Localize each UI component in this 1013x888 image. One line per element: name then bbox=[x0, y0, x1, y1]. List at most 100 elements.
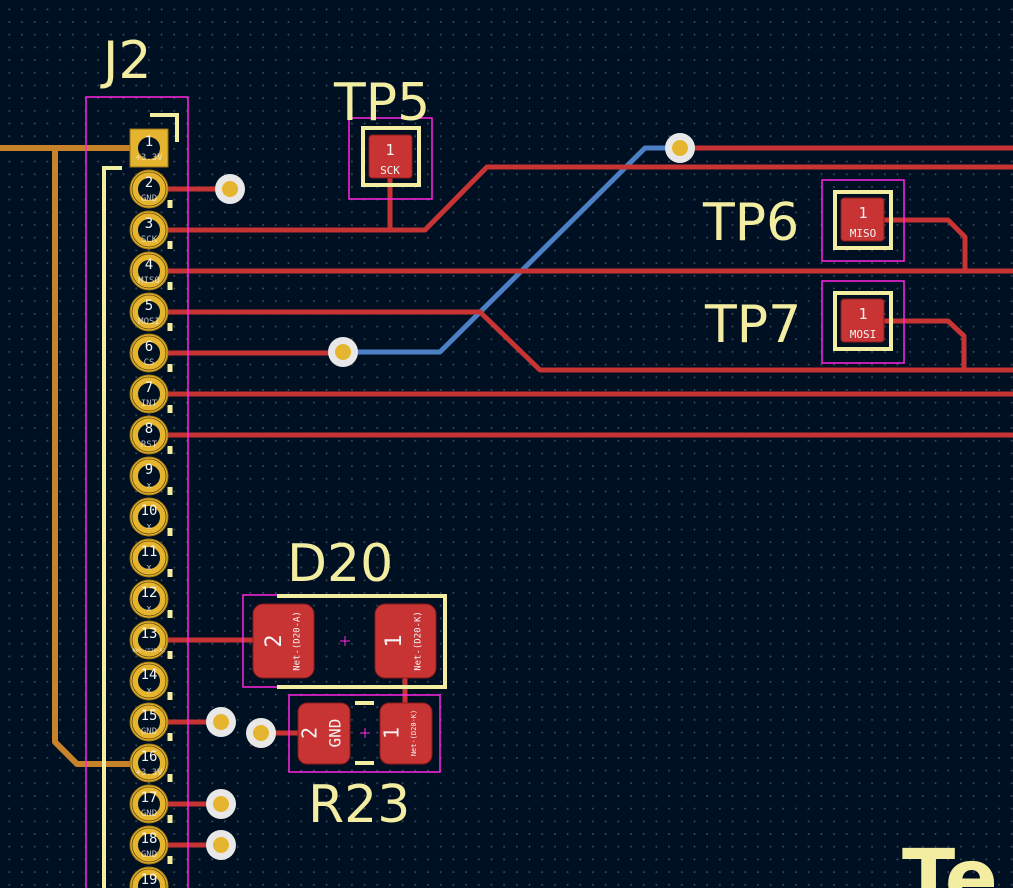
d20-pad2-net: Net-(D20-A) bbox=[293, 611, 303, 671]
pin-number: 19 bbox=[141, 872, 158, 888]
pad-ring bbox=[131, 335, 167, 371]
pin-net: MOSI bbox=[138, 317, 160, 327]
pin-number: 5 bbox=[145, 298, 153, 314]
pin-number: 10 bbox=[141, 503, 158, 519]
trace-mosi-tp7[interactable] bbox=[870, 318, 967, 370]
trace-miso-tp6[interactable] bbox=[870, 217, 968, 271]
via[interactable] bbox=[206, 789, 236, 819]
tp5-reference: TP5 bbox=[333, 73, 430, 133]
d20-pad-2[interactable] bbox=[252, 603, 315, 679]
pin-number: 1 bbox=[145, 134, 153, 150]
via-drill bbox=[222, 181, 238, 197]
tp5-silk bbox=[361, 126, 421, 187]
pin-number: 11 bbox=[141, 544, 158, 560]
pad-ring bbox=[131, 417, 167, 453]
tp5-pad-net: SCK bbox=[380, 164, 400, 177]
pin-number: 8 bbox=[145, 421, 153, 437]
r23-reference: R23 bbox=[308, 775, 410, 835]
via[interactable] bbox=[665, 133, 695, 163]
pin-net: SCK bbox=[141, 235, 158, 245]
j2-pin-9[interactable]: 9x bbox=[129, 456, 169, 496]
pin-net: CS bbox=[144, 358, 155, 368]
pin-number: 14 bbox=[141, 667, 158, 683]
drill-hole bbox=[138, 875, 160, 888]
pad-ring bbox=[131, 868, 167, 888]
pad-ring bbox=[131, 622, 167, 658]
d20-pad-1[interactable] bbox=[374, 603, 437, 679]
d20-anchor-cross bbox=[340, 636, 350, 646]
j2-silk-corner bbox=[150, 113, 179, 142]
drill-hole bbox=[138, 629, 160, 651]
pin-net: GND bbox=[141, 809, 157, 819]
drill-hole bbox=[138, 752, 160, 774]
trace-3v3-inner-vertical[interactable] bbox=[52, 148, 149, 767]
pad-ring bbox=[131, 212, 167, 248]
j2-pin-19[interactable]: 19 bbox=[129, 866, 169, 888]
via[interactable] bbox=[215, 174, 245, 204]
drill-hole bbox=[138, 424, 160, 446]
via[interactable] bbox=[246, 718, 276, 748]
pin-number: 17 bbox=[141, 790, 158, 806]
pad-ring bbox=[131, 253, 167, 289]
trace-cs-back[interactable] bbox=[343, 145, 680, 355]
pin-net: GND bbox=[141, 727, 157, 737]
drill-hole bbox=[138, 547, 160, 569]
pad-square[interactable] bbox=[129, 128, 169, 168]
j2-pin-6[interactable]: 6CS bbox=[129, 333, 169, 373]
r23-pad-1[interactable] bbox=[379, 702, 433, 765]
tp5-pad[interactable] bbox=[368, 134, 413, 179]
tp6-pad-net: MISO bbox=[850, 227, 877, 240]
j2-pin-14[interactable]: 14x bbox=[129, 661, 169, 701]
pad-ring bbox=[131, 458, 167, 494]
pin-number: 13 bbox=[141, 626, 158, 642]
pin-net: INT bbox=[141, 399, 158, 409]
tp7-pad[interactable] bbox=[840, 298, 885, 343]
trace-mosi[interactable] bbox=[149, 309, 1013, 373]
d20-pad2-number: 2 bbox=[262, 634, 287, 647]
pin-number: 18 bbox=[141, 831, 158, 847]
j2-pin-11[interactable]: 11x bbox=[129, 538, 169, 578]
trace-sck[interactable] bbox=[149, 164, 1013, 233]
pin-net: MISO bbox=[138, 276, 160, 286]
j2-pin-16[interactable]: 16+3.3V bbox=[129, 743, 169, 783]
pin-number: 3 bbox=[145, 216, 153, 232]
pad-ring bbox=[131, 171, 167, 207]
tp6-pad[interactable] bbox=[840, 197, 885, 242]
via[interactable] bbox=[206, 707, 236, 737]
j2-pin-10[interactable]: 10x bbox=[129, 497, 169, 537]
j2-silk-outline bbox=[102, 166, 122, 888]
pin-net: GND bbox=[141, 194, 157, 204]
r23-pad-2[interactable] bbox=[297, 702, 351, 765]
drill-hole bbox=[138, 670, 160, 692]
pin-net: x bbox=[146, 604, 152, 614]
d20-reference: D20 bbox=[287, 534, 393, 594]
tp7-pad-number: 1 bbox=[858, 305, 867, 323]
pad-ring bbox=[131, 704, 167, 740]
pad-ring bbox=[131, 827, 167, 863]
pin-net: x bbox=[146, 481, 152, 491]
j2-pin-12[interactable]: 12x bbox=[129, 579, 169, 619]
via[interactable] bbox=[328, 337, 358, 367]
pad-ring bbox=[131, 663, 167, 699]
via[interactable] bbox=[206, 830, 236, 860]
r23-courtyard bbox=[288, 694, 441, 773]
j2-courtyard bbox=[85, 96, 189, 888]
via-drill bbox=[213, 714, 229, 730]
pad-ring bbox=[131, 786, 167, 822]
pin-number: 9 bbox=[145, 462, 153, 478]
j2-pin-1[interactable]: 1+3.3V bbox=[129, 128, 169, 168]
pin-number: 2 bbox=[145, 175, 153, 191]
drill-hole bbox=[138, 342, 160, 364]
